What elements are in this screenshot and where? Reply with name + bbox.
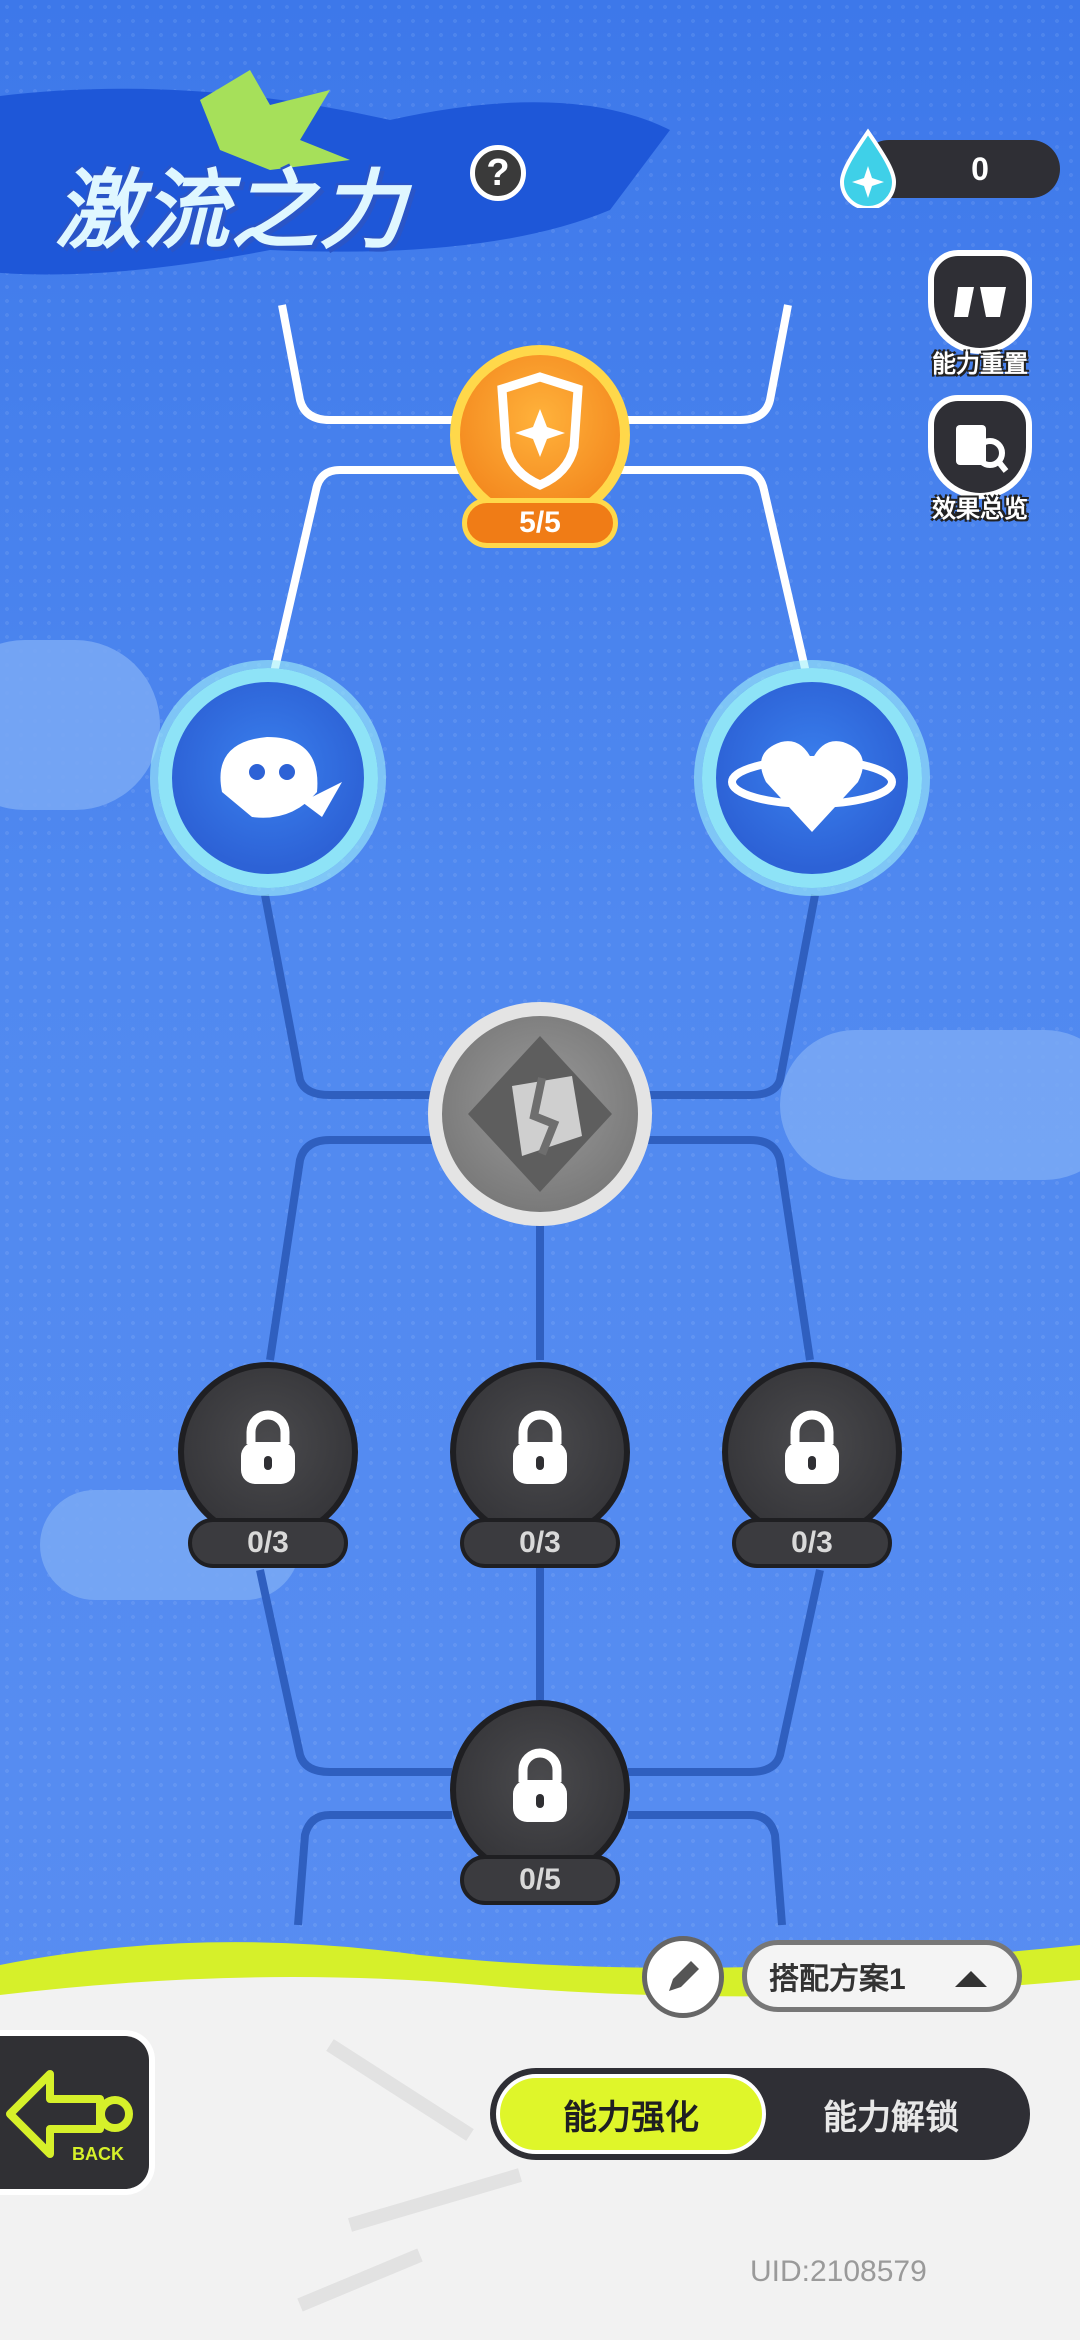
lock-icon [513, 1410, 567, 1484]
cloud-left [0, 640, 160, 810]
plan-selector[interactable]: 搭配方案1 [742, 1940, 1022, 2012]
shield-star-icon [497, 372, 583, 490]
ability-reset-label: 能力重置 [932, 351, 1028, 378]
plan-selector-label: 搭配方案1 [769, 1963, 906, 1996]
skill-node-locked-left-progress: 0/3 [188, 1518, 348, 1568]
lock-icon [785, 1410, 839, 1484]
lock-icon [513, 1748, 567, 1822]
skill-node-locked-middle-progress: 0/3 [460, 1518, 620, 1568]
ghost-dash-icon [220, 737, 342, 818]
back-arrow-icon [6, 2070, 133, 2158]
overview-icon [928, 395, 1032, 499]
tab-bar: 能力强化 能力解锁 [490, 2068, 1030, 2160]
skill-node-left[interactable] [158, 668, 378, 888]
user-id: UID:2108579 [750, 2255, 927, 2288]
skill-node-center[interactable] [428, 1002, 652, 1226]
title-banner [0, 70, 670, 275]
currency-counter: 0 [860, 140, 1060, 198]
help-button[interactable]: ? [470, 145, 526, 201]
effect-overview-button[interactable]: 效果总览 [920, 395, 1040, 524]
tab-ability-unlock[interactable]: 能力解锁 [823, 2098, 959, 2137]
back-label: BACK [72, 2144, 124, 2164]
skill-node-top[interactable] [450, 345, 630, 525]
water-drop-icon [839, 128, 897, 208]
effect-overview-label: 效果总览 [932, 496, 1028, 523]
back-button[interactable]: BACK [0, 2030, 155, 2195]
edit-plan-button[interactable] [642, 1936, 724, 2018]
chevron-up-icon [955, 1971, 987, 1987]
cracked-shield-icon [468, 1036, 612, 1192]
skill-node-locked-right-progress: 0/3 [732, 1518, 892, 1568]
pencil-icon [669, 1961, 699, 1991]
ability-reset-button[interactable]: 能力重置 [920, 250, 1040, 379]
skill-node-locked-bottom-progress: 0/5 [460, 1855, 620, 1905]
page-title: 激流之力 [55, 163, 407, 259]
skill-node-right[interactable] [702, 668, 922, 888]
tab-ability-enhance[interactable]: 能力强化 [496, 2074, 766, 2154]
reset-icon [928, 250, 1032, 354]
skill-node-locked-left[interactable] [178, 1362, 358, 1542]
skill-node-top-progress: 5/5 [462, 498, 618, 548]
cloud-right [780, 1030, 1080, 1180]
lock-icon [241, 1410, 295, 1484]
heart-ring-icon [728, 741, 896, 832]
